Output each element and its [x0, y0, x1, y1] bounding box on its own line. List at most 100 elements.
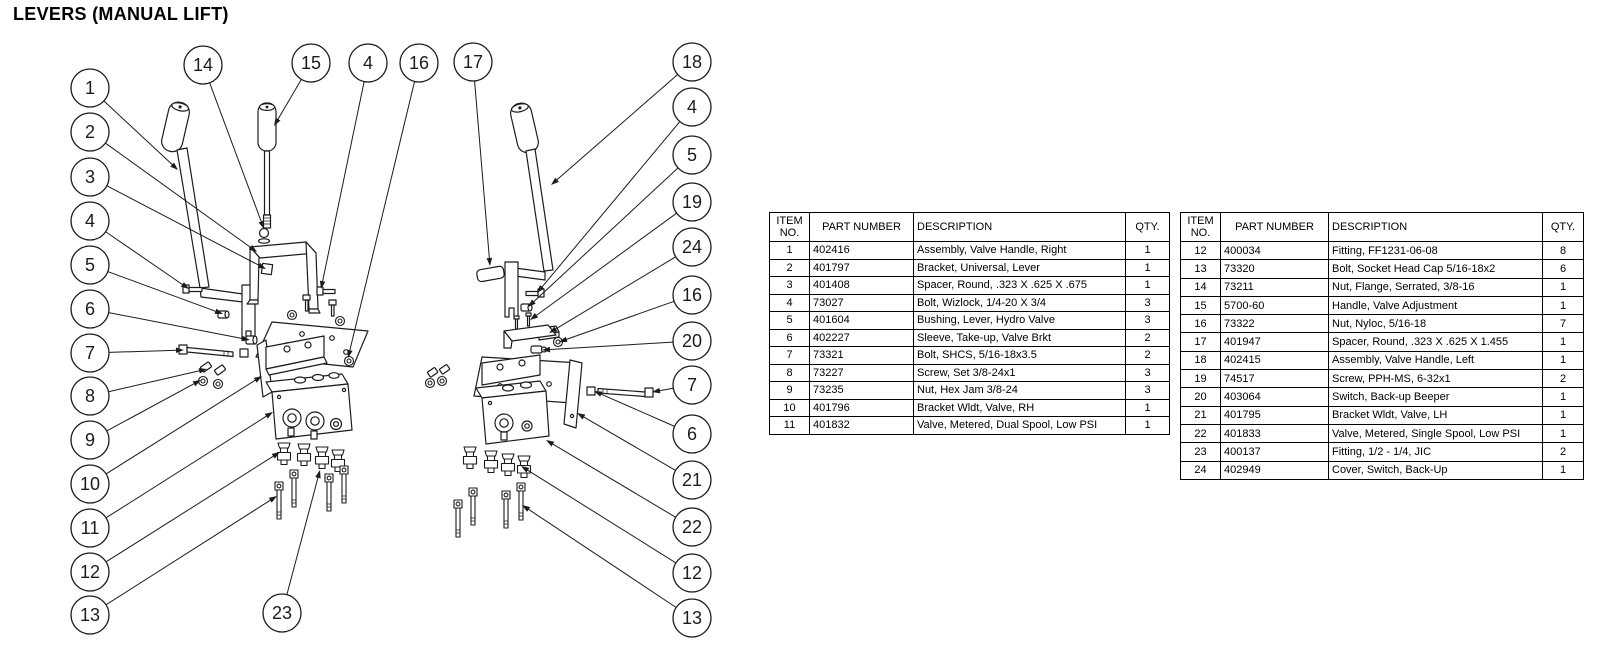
round-spacer-long — [476, 265, 505, 283]
balloon-number: 8 — [85, 386, 95, 406]
column-header: ITEM NO. — [769, 212, 810, 242]
page-title: LEVERS (MANUAL LIFT) — [13, 4, 229, 24]
leader-arrowhead — [594, 391, 603, 397]
item-no-cell: 11 — [769, 416, 810, 435]
balloon-number: 20 — [682, 331, 702, 351]
channel-bracket — [503, 324, 557, 349]
description-cell: Bracket Wldt, Valve, LH — [1328, 405, 1543, 425]
item-no-cell: 4 — [769, 293, 810, 312]
part-number-cell: 73235 — [809, 381, 914, 400]
balloon-number: 6 — [85, 299, 95, 319]
qty-cell: 1 — [1542, 350, 1584, 371]
qty-cell: 1 — [1125, 398, 1170, 417]
description-cell: Spacer, Round, .323 X .625 X 1.455 — [1328, 332, 1543, 352]
description-cell: Bracket, Universal, Lever — [913, 258, 1126, 277]
column-header: PART NUMBER — [809, 212, 914, 242]
part-number-cell: 401947 — [1220, 332, 1329, 352]
leader-arrowhead — [258, 220, 264, 229]
qty-cell: 2 — [1125, 346, 1170, 365]
part-number-cell: 73027 — [809, 293, 914, 312]
description-cell: Spacer, Round, .323 X .625 X .675 — [913, 276, 1126, 295]
description-cell: Fitting, FF1231-06-08 — [1328, 240, 1543, 261]
take-up-sleeve — [245, 335, 258, 345]
description-cell: Handle, Valve Adjustment — [1328, 295, 1543, 316]
description-cell: Bushing, Lever, Hydro Valve — [913, 311, 1126, 330]
description-cell: Sleeve, Take-up, Valve Brkt — [913, 328, 1126, 347]
part-number-cell: 73321 — [809, 346, 914, 365]
leader-arrowhead — [257, 262, 266, 269]
part-number-cell: 402949 — [1220, 460, 1329, 480]
part-number-cell: 402227 — [809, 328, 914, 347]
item-no-cell: 21 — [1180, 405, 1221, 425]
callout-balloon-14: 14 — [183, 45, 264, 229]
balloon-number: 7 — [85, 343, 95, 363]
qty-cell: 1 — [1542, 277, 1584, 297]
balloon-number: 11 — [81, 518, 100, 538]
description-cell: Bolt, Socket Head Cap 5/16-18x2 — [1328, 259, 1543, 279]
right-hand-lever-assembly — [161, 101, 369, 520]
pph-screw — [513, 315, 520, 330]
callout-balloon-11: 11 — [70, 412, 273, 548]
qty-cell: 1 — [1542, 387, 1584, 407]
pph-screw — [525, 312, 532, 327]
wizlock-bolt — [316, 286, 336, 296]
column-header: PART NUMBER — [1220, 212, 1329, 242]
leader-arrowhead — [198, 368, 207, 374]
callout-balloon-2: 2 — [70, 112, 257, 252]
leader-arrowhead — [192, 380, 201, 387]
bracket-channel — [481, 354, 541, 386]
callout-balloon-19: 19 — [530, 182, 712, 320]
callout-balloon-4: 4 — [319, 43, 388, 289]
qty-cell: 6 — [1542, 259, 1584, 279]
part-number-cell: 401795 — [1220, 405, 1329, 425]
qty-cell: 1 — [1542, 423, 1584, 444]
leader-arrowhead — [542, 346, 551, 353]
universal-bracket — [246, 241, 321, 314]
callout-balloon-4: 4 — [70, 201, 189, 289]
leader-arrowhead — [268, 496, 277, 503]
description-cell: Switch, Back-up Beeper — [1328, 387, 1543, 407]
part-number-cell: 402416 — [809, 241, 914, 260]
part-number-cell: 73322 — [1220, 314, 1329, 334]
leader-arrowhead — [170, 162, 178, 170]
description-cell: Fitting, 1/2 - 1/4, JIC — [1328, 442, 1543, 462]
item-no-cell: 15 — [1180, 295, 1221, 316]
balloon-number: 6 — [687, 424, 697, 444]
leader-arrowhead — [559, 336, 568, 342]
callout-balloon-3: 3 — [70, 157, 266, 269]
callout-balloon-9: 9 — [70, 380, 201, 460]
callout-balloon-1: 1 — [70, 68, 178, 170]
item-no-cell: 24 — [1180, 460, 1221, 480]
item-no-cell: 16 — [1180, 314, 1221, 334]
callout-balloon-16: 16 — [347, 43, 439, 358]
balloon-number: 12 — [682, 563, 702, 583]
left-hand-lever-assembly — [424, 102, 654, 538]
item-no-cell: 17 — [1180, 332, 1221, 352]
qty-cell: 1 — [1125, 416, 1170, 435]
item-no-cell: 22 — [1180, 423, 1221, 444]
leader-arrowhead — [537, 285, 545, 293]
item-no-cell: 2 — [769, 258, 810, 277]
balloon-number: 24 — [682, 237, 702, 257]
balloon-number: 17 — [463, 52, 483, 72]
balloon-number: 3 — [85, 167, 95, 187]
item-no-cell: 19 — [1180, 369, 1221, 389]
